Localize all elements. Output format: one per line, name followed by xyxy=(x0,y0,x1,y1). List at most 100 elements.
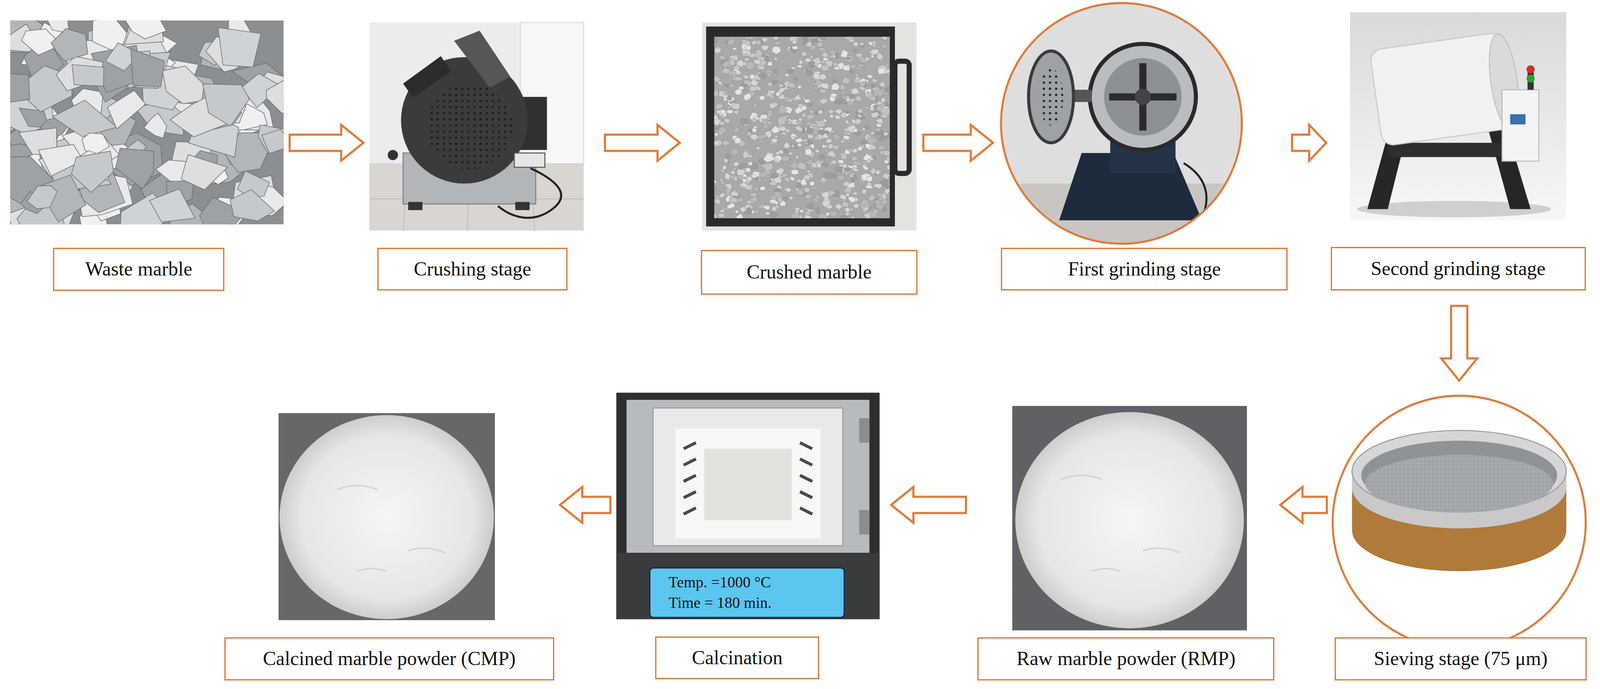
marble-chip xyxy=(745,167,752,173)
marble-chip xyxy=(864,105,869,110)
marble-chip xyxy=(736,169,746,176)
flow-arrow xyxy=(1291,124,1327,161)
crusher-photo xyxy=(369,22,584,231)
marble-chip xyxy=(723,118,731,124)
furnace-photo-part xyxy=(652,408,843,546)
marble-chip xyxy=(805,41,812,48)
marble-chip xyxy=(845,120,849,124)
marble-chip xyxy=(763,153,775,163)
marble-chip xyxy=(795,36,800,39)
marble-chip xyxy=(862,206,869,212)
marble-slab xyxy=(50,28,88,62)
marble-slab xyxy=(266,80,284,114)
marble-chip xyxy=(803,188,810,193)
marble-chip xyxy=(809,186,815,191)
marble-chip xyxy=(760,45,769,51)
marble-chip xyxy=(776,185,783,189)
marble-chip xyxy=(844,36,855,42)
marble-chip xyxy=(740,82,748,88)
marble-chip xyxy=(839,215,848,219)
marble-chip xyxy=(767,61,773,67)
marble-chip xyxy=(854,95,862,102)
marble-chip xyxy=(832,79,837,83)
marble-chip xyxy=(714,179,717,184)
marble-chip xyxy=(866,176,873,183)
marble-chip xyxy=(874,127,882,132)
crusher-photo-part xyxy=(514,152,545,168)
marble-chip xyxy=(885,156,890,162)
process-node: Raw marble powder (RMP) xyxy=(977,405,1275,681)
furnace-photo-part xyxy=(683,442,813,515)
marble-chip xyxy=(861,189,867,195)
marble-chip xyxy=(876,192,883,198)
marble-chip xyxy=(714,47,722,54)
marble-chip xyxy=(872,44,877,47)
marble-chip xyxy=(817,84,822,89)
marble-chip xyxy=(852,168,859,173)
marble-chip xyxy=(751,174,757,179)
marble-chip xyxy=(876,101,883,105)
crusher-photo-part xyxy=(387,150,398,161)
marble-chip xyxy=(811,38,818,44)
marble-chip xyxy=(750,79,759,86)
marble-chip xyxy=(735,76,743,82)
marble-slab xyxy=(115,148,154,189)
marble-chip xyxy=(791,136,796,140)
marble-chip xyxy=(843,130,850,136)
process-node: First grinding stage xyxy=(999,2,1289,291)
second-grinder-photo-part xyxy=(1526,65,1535,74)
label-box: Waste marble xyxy=(52,247,225,291)
parameter-box: Temp. =1000 °CTime = 180 min. xyxy=(649,567,845,619)
marble-chip xyxy=(870,111,880,118)
marble-chip xyxy=(722,139,731,146)
first-grinder-photo-part-part xyxy=(1089,44,1196,150)
marble-slab xyxy=(162,65,205,104)
marble-chip xyxy=(875,168,882,176)
marble-chip xyxy=(885,68,890,74)
marble-chip xyxy=(766,110,774,118)
marble-chip xyxy=(774,41,779,45)
marble-slab xyxy=(26,185,58,209)
marble-chip xyxy=(758,139,764,144)
marble-chip xyxy=(797,143,803,148)
furnace-photo-part xyxy=(626,400,870,553)
marble-chip xyxy=(819,154,825,159)
marble-chip xyxy=(815,120,826,128)
marble-chip xyxy=(879,81,885,88)
marble-chip xyxy=(718,213,725,218)
sieve-photo xyxy=(1332,395,1586,649)
marble-chip xyxy=(873,88,884,98)
marble-chip xyxy=(804,99,811,103)
marble-chip xyxy=(802,61,808,66)
marble-chip xyxy=(833,98,840,104)
process-node: Crushed marble xyxy=(700,22,918,296)
marble-chip xyxy=(842,181,850,187)
stage-label: Second grinding stage xyxy=(1370,257,1546,281)
marble-chip xyxy=(827,190,836,197)
marble-chip xyxy=(737,163,747,169)
marble-chip xyxy=(795,120,803,126)
marble-chip xyxy=(788,44,798,54)
crusher-photo-part xyxy=(426,83,513,170)
marble-chip xyxy=(844,170,850,176)
marble-slab xyxy=(21,29,56,56)
process-node: Calcined marble powder (CMP) xyxy=(224,413,554,681)
marble-chip xyxy=(783,187,792,193)
marble-chip xyxy=(832,61,838,68)
marble-slab xyxy=(258,124,284,154)
marble-chip xyxy=(827,143,835,150)
raw-powder-photo-part xyxy=(1061,475,1180,572)
marble-chip xyxy=(747,161,753,166)
crushed-marble-photo-part xyxy=(702,22,917,231)
marble-chip xyxy=(850,156,858,162)
second-grinder-photo-part xyxy=(1350,12,1567,221)
marble-chip xyxy=(811,56,822,65)
first-grinder-photo-part-part xyxy=(1028,50,1074,143)
marble-chip xyxy=(845,193,850,198)
first-grinder-photo-part xyxy=(1000,2,1242,245)
marble-chip xyxy=(714,118,722,126)
marble-chip xyxy=(825,129,830,135)
marble-chip xyxy=(807,103,814,107)
marble-slab xyxy=(229,189,275,222)
marble-chip xyxy=(844,148,851,155)
